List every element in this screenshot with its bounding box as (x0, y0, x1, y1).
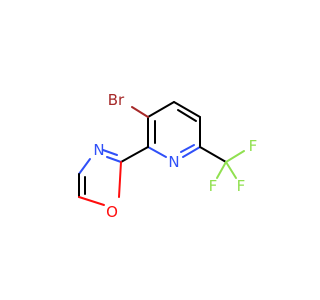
bond-n-c2 (147, 146, 167, 158)
pyridine-nitrogen: N (168, 153, 179, 171)
bond-o-c2 (118, 161, 122, 198)
fluorine-label-1: F (249, 137, 258, 155)
bond-c-f2 (225, 161, 237, 179)
bond-c5-o (78, 196, 105, 206)
molecule-structure: Br N F F F N O (78, 91, 258, 221)
bond-c-f1 (225, 150, 245, 163)
fluorine-label-3: F (209, 177, 218, 195)
oxazole-nitrogen-label: N (93, 141, 104, 159)
bond-c3-br (131, 106, 149, 118)
bromine-substituent: Br (108, 91, 149, 118)
bromine-label: Br (108, 91, 125, 109)
bond-n-c4 (78, 158, 91, 175)
bond-oxazole-c2-n-inner (102, 149, 118, 156)
bond-c6-cf3 (199, 146, 227, 163)
bond-c6-n-inner (180, 144, 195, 153)
bond-c6-n (182, 146, 201, 158)
oxazole-ring: N O (78, 141, 149, 221)
bond-c-f3 (216, 161, 227, 179)
oxazole-oxygen-label: O (106, 203, 118, 221)
bond-c4-c5-inner (177, 109, 197, 122)
bond-pyridine-oxazole (120, 146, 149, 163)
trifluoromethyl-group: F F F (199, 137, 258, 195)
pyridine-ring (147, 101, 201, 158)
pyridine-nitrogen-label: N (168, 153, 179, 171)
fluorine-label-2: F (237, 177, 246, 195)
bond-c4-c5 (173, 101, 201, 118)
bond-oxazole-c2-n (106, 156, 122, 163)
bond-c3-c4 (147, 101, 175, 118)
